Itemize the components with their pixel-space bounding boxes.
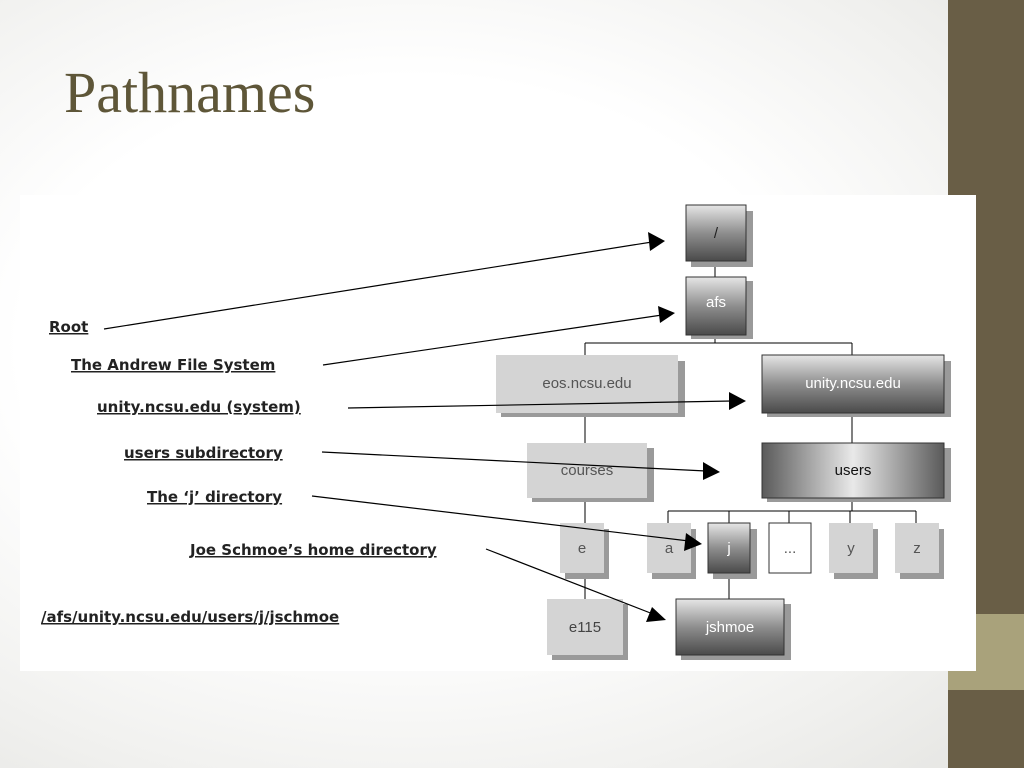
node-y-box bbox=[829, 523, 873, 573]
node-y-label: y bbox=[847, 540, 855, 557]
node-root-box bbox=[685, 204, 747, 262]
label-andrew-file-system: The Andrew File System bbox=[71, 356, 275, 374]
label-root: Root bbox=[49, 318, 88, 336]
node-ellipsis-box bbox=[768, 522, 812, 574]
node-z-label: z bbox=[913, 540, 921, 557]
node-afs-box bbox=[685, 276, 747, 336]
label-j-directory: The ‘j’ directory bbox=[147, 488, 282, 506]
tree-nodes bbox=[496, 204, 945, 656]
label-unity-system: unity.ncsu.edu (system) bbox=[97, 398, 301, 416]
node-e-box bbox=[560, 523, 604, 573]
label-full-path: /afs/unity.ncsu.edu/users/j/jschmoe bbox=[41, 608, 339, 626]
node-users-label: users bbox=[835, 462, 872, 479]
node-courses-box bbox=[527, 443, 647, 498]
pathname-diagram: / afs eos.ncsu.edu unity.ncsu.edu course… bbox=[20, 195, 976, 671]
slide-title: Pathnames bbox=[64, 60, 316, 125]
node-jshmoe-box bbox=[675, 598, 785, 656]
node-e115-box bbox=[547, 599, 623, 655]
label-users-subdirectory: users subdirectory bbox=[124, 444, 283, 462]
node-afs-label: afs bbox=[706, 294, 726, 311]
pointer-arrows bbox=[103, 241, 733, 615]
node-users-box bbox=[761, 442, 945, 499]
node-a-box bbox=[647, 523, 691, 573]
node-unity-label: unity.ncsu.edu bbox=[805, 375, 901, 392]
node-root-label: / bbox=[714, 225, 719, 242]
node-e-label: e bbox=[578, 540, 586, 557]
tree-connectors bbox=[584, 263, 917, 599]
node-jshmoe-label: jshmoe bbox=[705, 619, 754, 636]
node-unity-box bbox=[761, 354, 945, 414]
arrowheads bbox=[646, 232, 746, 622]
node-e115-label: e115 bbox=[569, 619, 601, 636]
node-j-box bbox=[707, 522, 751, 574]
node-eos-label: eos.ncsu.edu bbox=[542, 375, 631, 392]
node-z-box bbox=[895, 523, 939, 573]
node-a-label: a bbox=[665, 540, 674, 557]
label-home-directory: Joe Schmoe’s home directory bbox=[189, 541, 437, 559]
node-j-label: j bbox=[726, 540, 730, 557]
node-ellipsis-label: ... bbox=[784, 540, 797, 557]
